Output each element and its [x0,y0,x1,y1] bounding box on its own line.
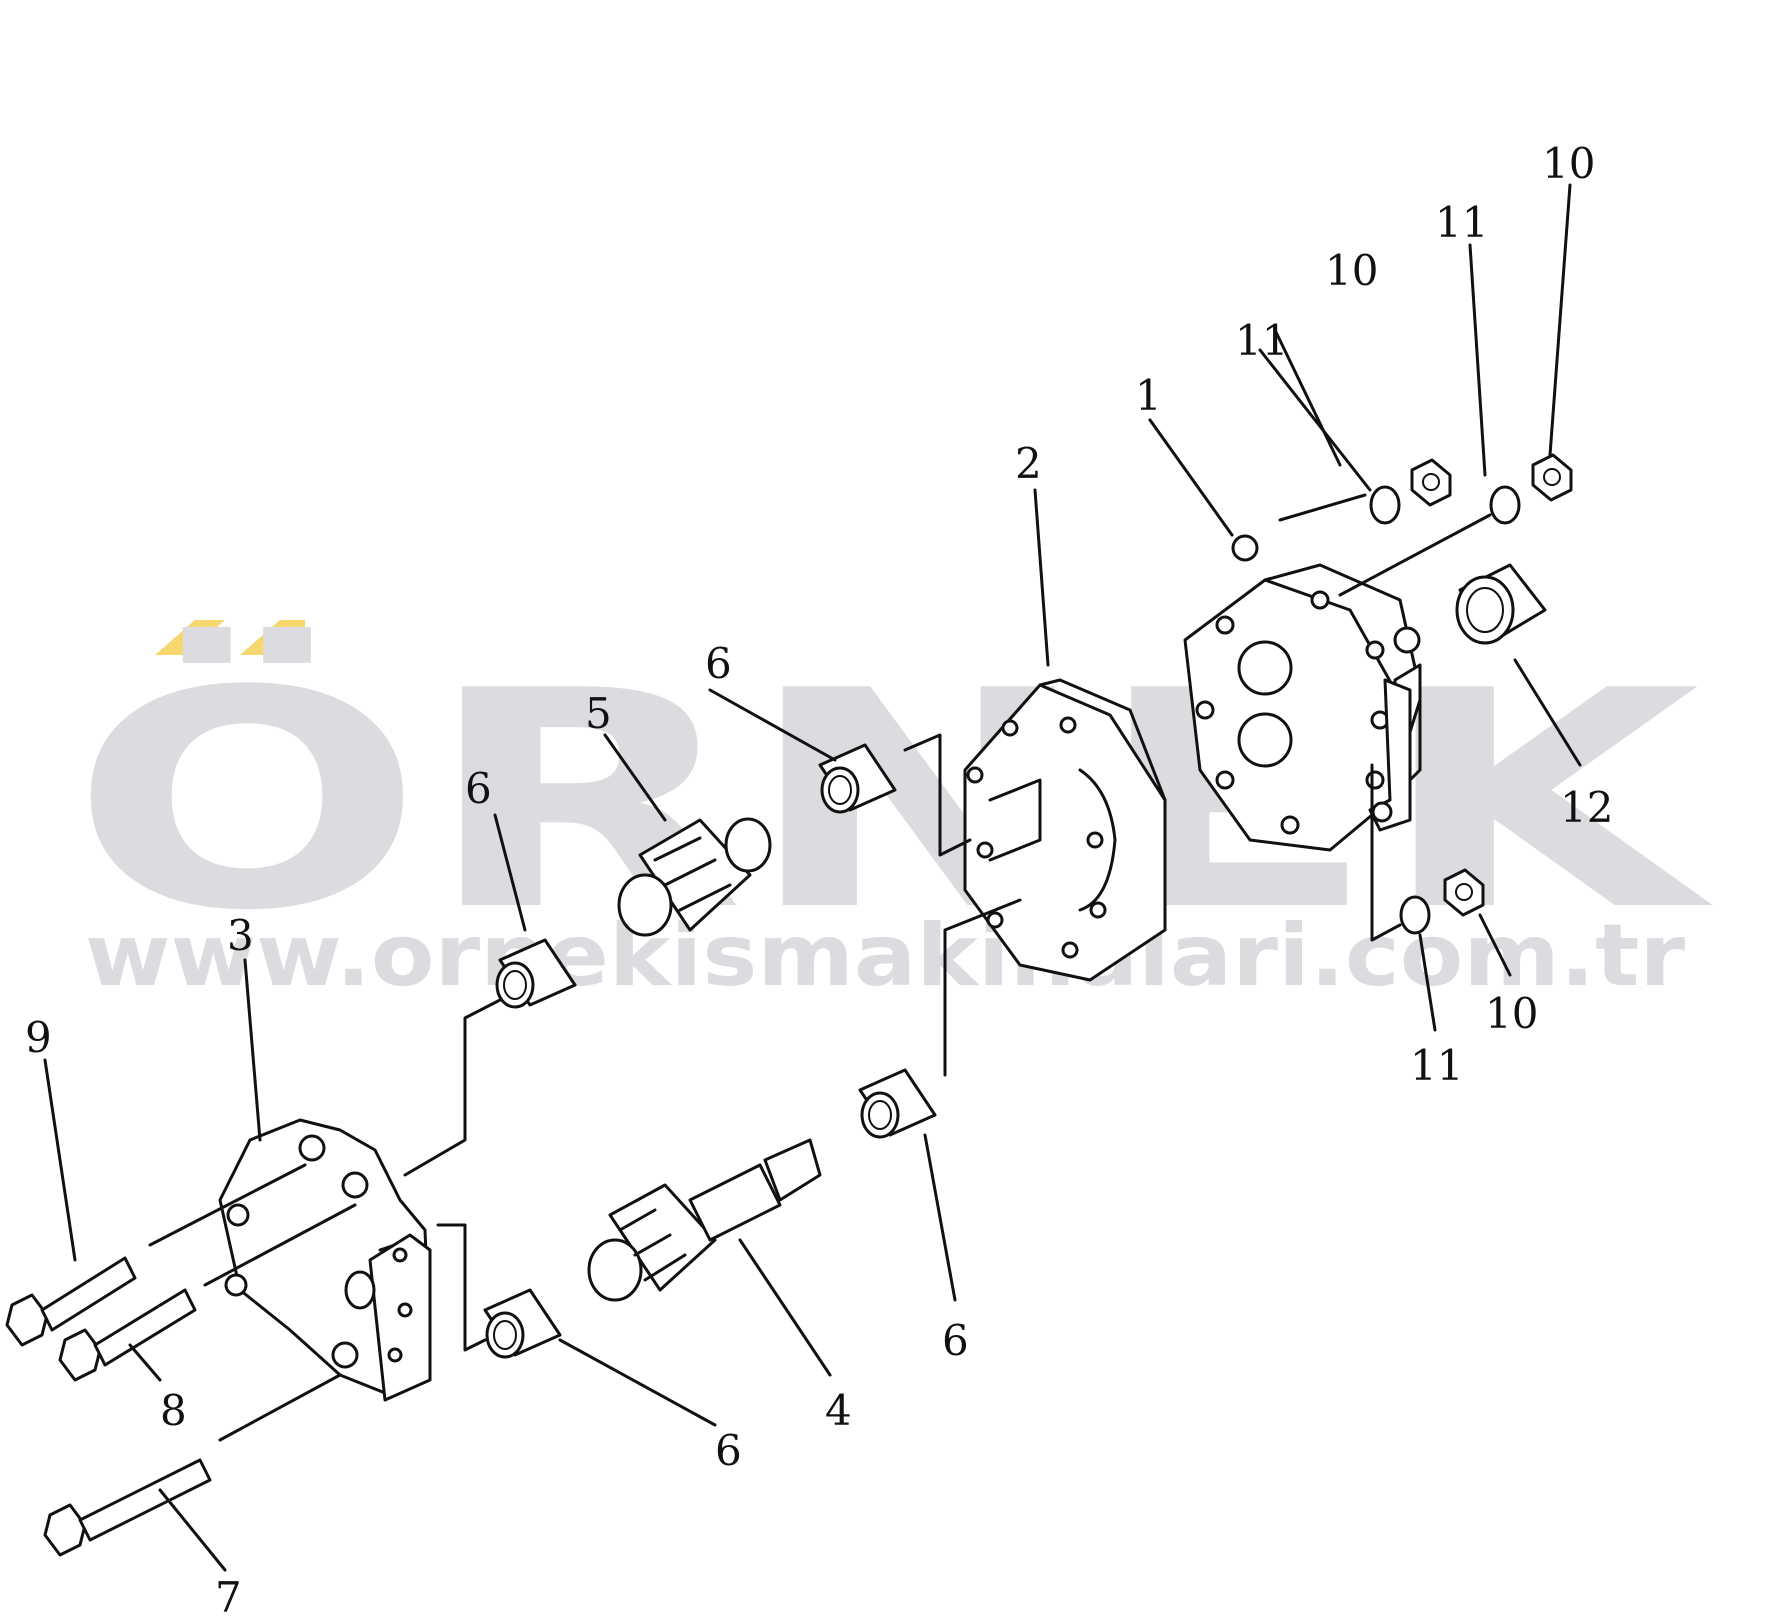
bearing-upper-center [818,743,897,814]
assembly-lines [148,493,1492,1442]
callout-6-upper-left: 6 [465,764,492,813]
watermark-accent-right [240,620,305,655]
callout-9: 9 [25,1013,52,1062]
washer-upper-left [1369,485,1401,525]
callout-6-lower-center: 6 [942,1316,969,1365]
watermark-url: www.ornekismakinalari.com.tr [85,906,1686,1006]
part-front-flange [218,1118,432,1402]
leader-lines [43,183,1582,1572]
callout-labels: 1 2 3 4 5 6 6 6 6 7 8 9 10 10 10 11 11 1… [25,139,1613,1622]
watermark: ÖRNEK www.ornekismakinalari.com.tr [70,620,1716,1006]
bearing-upper-left [495,938,577,1009]
watermark-accent-left [155,620,225,655]
callout-11-upper-right: 11 [1435,198,1488,247]
part-pump-body [963,678,1167,982]
bearing-lower-center [858,1068,937,1139]
part-drive-gear-shaft [587,1138,822,1302]
nut-upper-right [1531,453,1573,502]
callout-1: 1 [1135,371,1162,420]
watermark-word: ÖRNEK [70,624,1716,976]
bolt-short [5,1256,137,1347]
callout-5: 5 [585,689,612,738]
washer-lower [1399,895,1431,935]
callout-11-lower: 11 [1410,1041,1463,1090]
callout-6-upper-center: 6 [705,639,732,688]
callout-10-upper-right: 10 [1542,139,1595,188]
oil-seal [1455,563,1547,645]
callout-2: 2 [1015,439,1042,488]
callout-8: 8 [160,1386,187,1435]
part-driven-gear [617,817,772,937]
callout-12: 12 [1560,783,1613,832]
bolt-long [43,1458,212,1557]
callout-3: 3 [227,911,254,960]
callout-11-upper-left: 11 [1235,316,1288,365]
part-pump-cover [1183,534,1422,852]
bolt-middle [58,1288,197,1382]
callout-7: 7 [215,1573,242,1622]
callout-6-lower-left: 6 [715,1426,742,1475]
nut-lower [1443,868,1485,917]
callout-10-upper-left: 10 [1325,246,1378,295]
bearing-lower-left [483,1288,562,1359]
callout-4: 4 [825,1386,852,1435]
washer-upper-right [1489,485,1521,525]
callout-10-lower: 10 [1485,989,1538,1038]
nut-upper-left [1410,458,1452,507]
